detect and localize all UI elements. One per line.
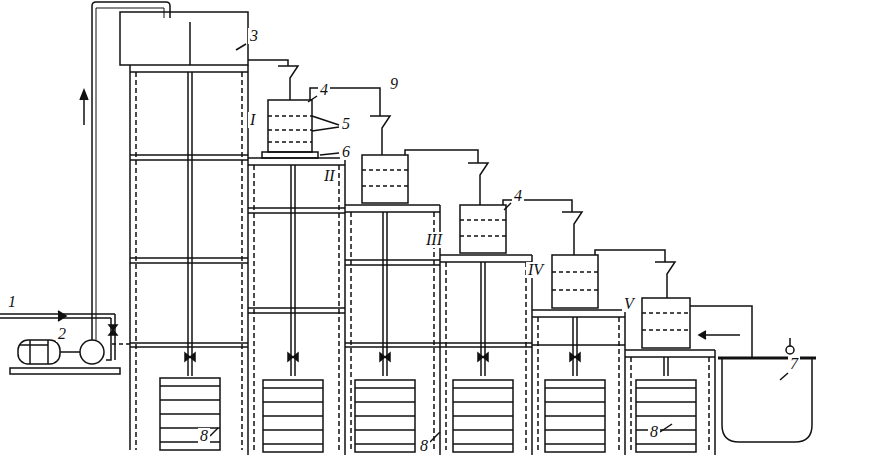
callout-number: 8 [648, 424, 660, 440]
callout-number: V [622, 296, 636, 312]
callout-number: 4 [512, 188, 524, 204]
callout-number: III [424, 232, 444, 248]
callout-number: 8 [198, 428, 210, 444]
callout-number: 6 [340, 144, 352, 160]
callout-number: 5 [340, 116, 352, 132]
callout-number: 4 [318, 82, 330, 98]
callout-number: I [248, 112, 257, 128]
callout-number: 2 [56, 326, 68, 342]
callout-number: 8 [418, 438, 430, 454]
callout-number: 9 [388, 76, 400, 92]
callout-number: 7 [788, 356, 800, 372]
callout-number: II [322, 168, 337, 184]
callout-number: 3 [248, 28, 260, 44]
callout-number: 1 [6, 294, 18, 310]
callout-number: IV [526, 262, 545, 278]
